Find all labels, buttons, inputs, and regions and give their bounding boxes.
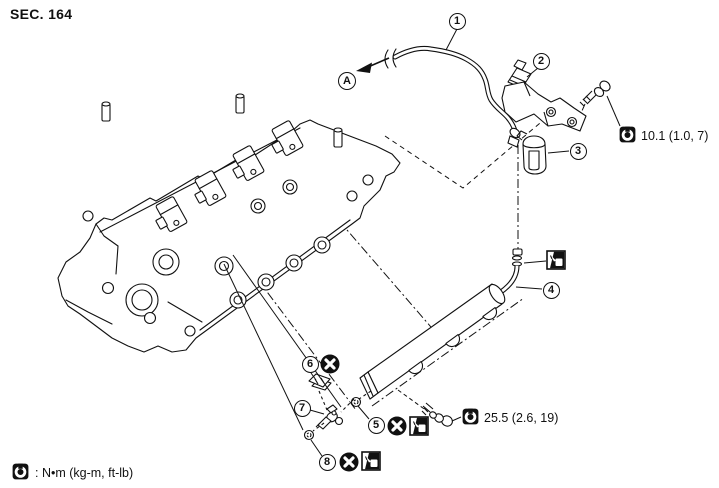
rail-bolt bbox=[421, 402, 453, 427]
callout-number: 4 bbox=[547, 284, 555, 296]
apply-engine-oil-icon bbox=[546, 250, 566, 270]
torque-footnote: : N•m (kg-m, ft-lb) bbox=[12, 463, 133, 483]
tube-bracket bbox=[501, 59, 587, 132]
footnote-text: : N•m (kg-m, ft-lb) bbox=[35, 466, 134, 480]
injector-socket bbox=[445, 334, 461, 348]
callout-2: 2 bbox=[532, 52, 550, 70]
o-ring bbox=[303, 429, 315, 441]
callout-4: 4 bbox=[542, 281, 560, 299]
callout-number: 5 bbox=[372, 419, 380, 431]
callout-3: 3 bbox=[569, 142, 587, 160]
cylinder-head bbox=[57, 93, 401, 353]
callout-7: 7 bbox=[293, 399, 311, 417]
injector-cluster bbox=[303, 373, 372, 441]
do-not-reuse-icon bbox=[339, 452, 359, 472]
do-not-reuse-icon bbox=[387, 416, 407, 436]
torque-value: 10.1 (1.0, 7) bbox=[641, 129, 709, 143]
tube-insulator bbox=[516, 130, 547, 175]
do-not-reuse-icon bbox=[320, 354, 340, 374]
callout-6: 6 bbox=[301, 355, 319, 373]
fuel-feed-tube bbox=[384, 45, 521, 148]
torque-spec: 25.5 (2.6, 19) bbox=[462, 408, 558, 428]
centerlines bbox=[236, 101, 586, 412]
torque-wrench-icon bbox=[619, 126, 636, 146]
bracket-bolt bbox=[579, 80, 611, 107]
leader-lines bbox=[223, 28, 621, 457]
callout-number: 2 bbox=[537, 55, 545, 67]
view-a-arrow bbox=[356, 57, 390, 73]
apply-engine-oil-icon bbox=[361, 451, 381, 471]
callout-number: 1 bbox=[453, 15, 461, 27]
fuel-rail bbox=[359, 283, 506, 400]
torque-spec: 10.1 (1.0, 7) bbox=[619, 126, 708, 146]
section-title: SEC. 164 bbox=[10, 6, 73, 22]
callout-number: 8 bbox=[323, 456, 331, 468]
apply-engine-oil-icon bbox=[409, 416, 429, 436]
callout-number: 3 bbox=[574, 145, 582, 157]
callout-number: 7 bbox=[298, 402, 306, 414]
view-letter: A bbox=[343, 75, 351, 87]
callout-8: 8 bbox=[318, 453, 336, 471]
injector-socket bbox=[408, 361, 424, 375]
torque-wrench-icon bbox=[12, 463, 29, 483]
torque-value: 25.5 (2.6, 19) bbox=[484, 411, 559, 425]
callout-5: 5 bbox=[367, 416, 385, 434]
torque-wrench-icon bbox=[462, 408, 479, 428]
callout-1: 1 bbox=[448, 12, 466, 30]
callout-number: 6 bbox=[306, 358, 314, 370]
injector-socket bbox=[482, 307, 498, 321]
view-label-a: A bbox=[338, 72, 356, 90]
